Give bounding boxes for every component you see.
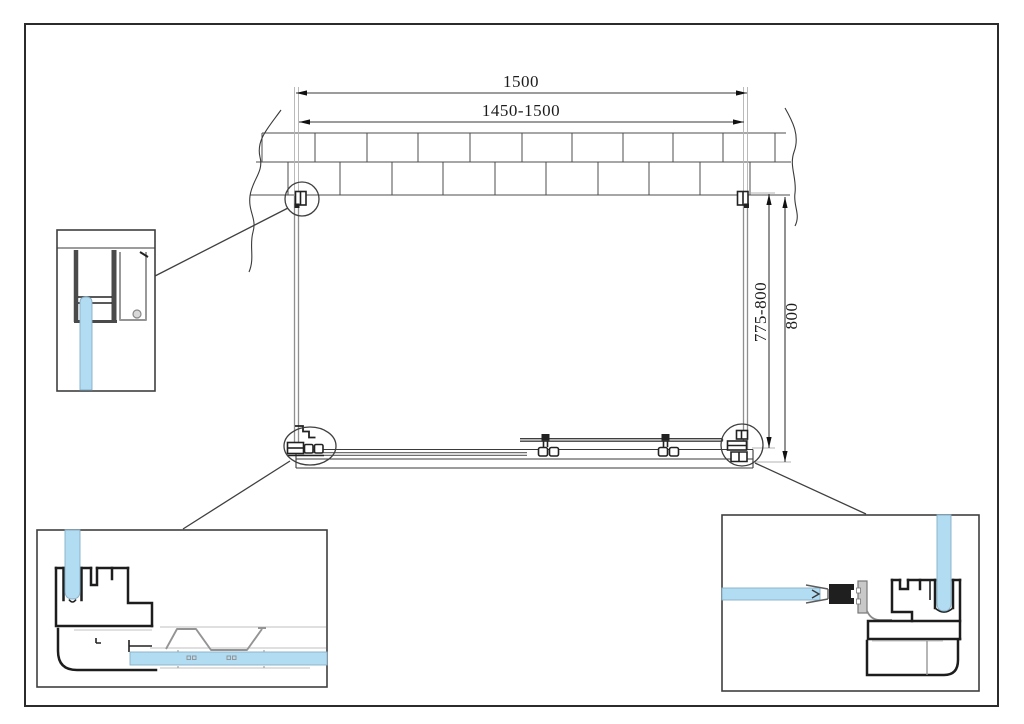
arrowhead-left — [299, 119, 310, 125]
seal-slot — [851, 590, 854, 598]
sliding-door — [520, 434, 724, 457]
wall-break-line-left — [248, 109, 282, 273]
arrowhead-right — [736, 90, 747, 96]
enclosure-plan — [286, 190, 754, 469]
detail-box-bottom-left — [36, 529, 328, 688]
callout-circle-top-left — [284, 181, 320, 217]
left-side-glass — [293, 196, 300, 452]
wall-profile-section — [73, 250, 149, 323]
outer-channel — [119, 252, 147, 321]
glass-pane-vertical — [79, 296, 93, 391]
corner-assembly-bottom-right — [726, 429, 749, 463]
detail-box-left — [56, 229, 156, 392]
page-border — [24, 23, 999, 707]
roller-left — [537, 434, 560, 457]
detail-box-bottom-right — [721, 514, 980, 692]
wall-section — [248, 107, 798, 273]
arrowhead-bottom — [782, 451, 788, 462]
callout-circle-bottom-right — [720, 423, 764, 467]
right-side-glass — [742, 196, 749, 450]
bottom-track — [295, 448, 754, 469]
arrowhead-bottom — [766, 437, 772, 448]
leader-line-left — [154, 207, 289, 277]
dimension-label-depth-range: 775-800 — [751, 282, 770, 342]
glass-clamp-ticks — [186, 655, 237, 660]
corner-assembly-bottom-left — [286, 425, 324, 457]
door-seal-wedge — [805, 584, 829, 604]
glass-pane-vertical — [64, 529, 81, 600]
detail-box-left-border — [56, 229, 156, 392]
glass-pane-vertical — [936, 514, 952, 612]
brick-joints-row2 — [287, 162, 751, 195]
dimension-label-width-total: 1500 — [503, 72, 539, 91]
extension-lines — [294, 87, 748, 196]
brick-joints-row1 — [261, 133, 776, 162]
arrowhead-top — [782, 197, 788, 208]
gasket-dot — [132, 309, 142, 319]
dimension-depth-total: 800 — [752, 197, 801, 463]
wall-break-line-right — [784, 107, 798, 227]
glass-pane-horizontal — [721, 587, 821, 601]
fixed-bottom-panel-glass — [298, 451, 527, 457]
sliding-door-glass — [520, 438, 724, 442]
dimension-label-width-range: 1450-1500 — [482, 101, 560, 120]
glass-pane-horizontal — [129, 651, 328, 666]
magnet-seal-block — [829, 584, 854, 604]
dimension-width-range: 1450-1500 — [299, 101, 744, 125]
wall-bracket-top-right — [736, 190, 749, 208]
leader-line-bottom-right — [754, 462, 867, 515]
callout-ellipse-bottom-left — [283, 426, 337, 466]
dimension-label-depth-total: 800 — [782, 303, 801, 330]
dimension-depth-range: 775-800 — [751, 192, 775, 449]
dimension-width-total: 1500 — [294, 72, 748, 196]
arrowhead-left — [296, 90, 307, 96]
detail-callouts — [154, 181, 867, 530]
wall-bracket-top-left — [294, 190, 307, 208]
leader-line-bottom-left — [182, 460, 291, 530]
arrowhead-right — [733, 119, 744, 125]
extension-lines — [751, 192, 775, 449]
bottom-rail-profile — [54, 566, 158, 672]
channel-clip — [139, 251, 149, 258]
roller-right — [657, 434, 680, 457]
arrowhead-top — [766, 194, 772, 205]
closing-rail-profile — [865, 578, 962, 677]
